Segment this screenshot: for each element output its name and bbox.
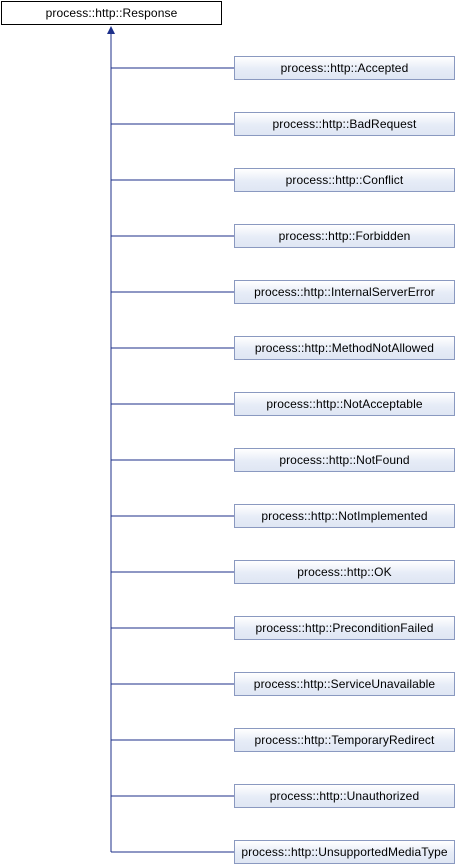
derived-class-node[interactable]: process::http::NotFound: [234, 448, 455, 472]
derived-class-node[interactable]: process::http::Unauthorized: [234, 784, 455, 808]
derived-class-node[interactable]: process::http::NotImplemented: [234, 504, 455, 528]
derived-class-node[interactable]: process::http::InternalServerError: [234, 280, 455, 304]
derived-class-node[interactable]: process::http::BadRequest: [234, 112, 455, 136]
derived-class-node[interactable]: process::http::Conflict: [234, 168, 455, 192]
derived-class-node[interactable]: process::http::UnsupportedMediaType: [234, 840, 455, 864]
derived-class-node[interactable]: process::http::MethodNotAllowed: [234, 336, 455, 360]
derived-class-node[interactable]: process::http::OK: [234, 560, 455, 584]
derived-class-node[interactable]: process::http::Accepted: [234, 56, 455, 80]
derived-class-node[interactable]: process::http::NotAcceptable: [234, 392, 455, 416]
inheritance-arrowhead: [107, 26, 115, 34]
derived-class-node[interactable]: process::http::PreconditionFailed: [234, 616, 455, 640]
base-class-node[interactable]: process::http::Response: [1, 1, 222, 25]
derived-class-node[interactable]: process::http::Forbidden: [234, 224, 455, 248]
derived-class-node[interactable]: process::http::TemporaryRedirect: [234, 728, 455, 752]
derived-class-node[interactable]: process::http::ServiceUnavailable: [234, 672, 455, 696]
